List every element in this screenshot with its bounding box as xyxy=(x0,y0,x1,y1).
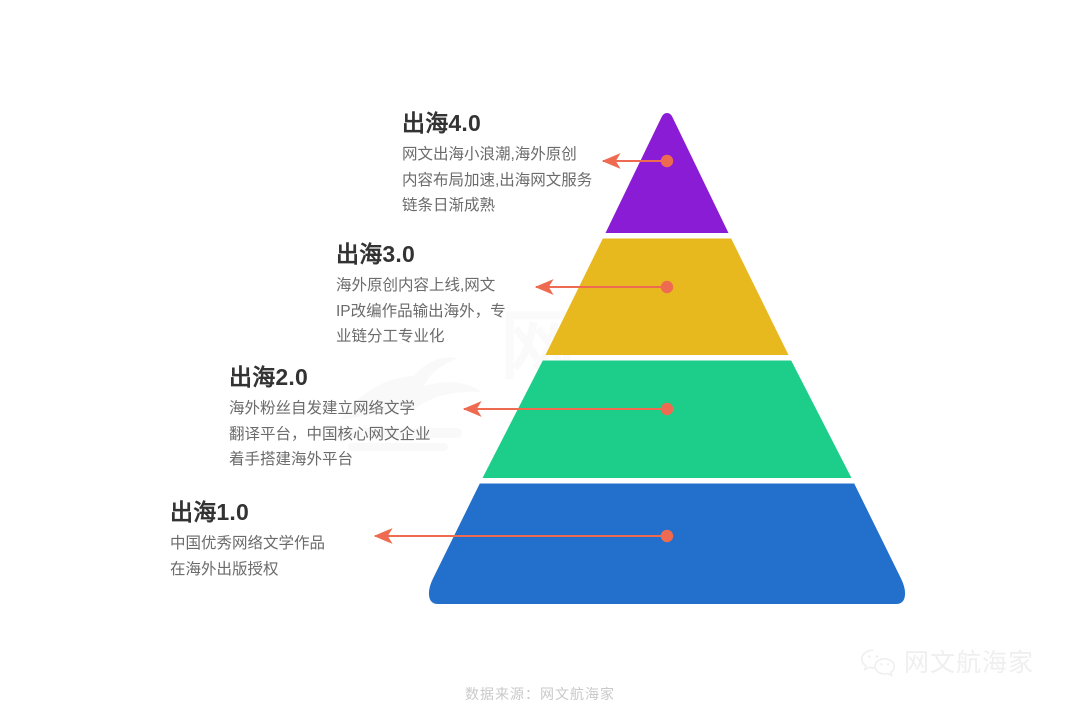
connector-level-1 xyxy=(373,528,674,544)
level-title-1: 出海1.0 xyxy=(170,499,249,525)
level-label-2: 出海2.0 海外粉丝自发建立网络文学 翻译平台，中国核心网文企业 着手搭建海外平… xyxy=(229,362,431,473)
connector-dot-2 xyxy=(660,402,674,416)
pyramid-tier-1 xyxy=(428,483,906,604)
level-description-2: 海外粉丝自发建立网络文学 翻译平台，中国核心网文企业 着手搭建海外平台 xyxy=(229,400,431,468)
level-description-1: 中国优秀网络文学作品 在海外出版授权 xyxy=(170,535,326,578)
connector-dot-4 xyxy=(660,154,674,168)
level-description-3: 海外原创内容上线,网文 IP改编作品输出海外，专 业链分工专业化 xyxy=(336,277,506,345)
connector-level-3 xyxy=(534,279,674,295)
wechat-watermark: 网文航海家 xyxy=(860,648,1034,678)
level-label-3: 出海3.0 海外原创内容上线,网文 IP改编作品输出海外，专 业链分工专业化 xyxy=(336,239,506,350)
svg-text:网: 网 xyxy=(500,304,576,389)
pyramid-tier-3 xyxy=(545,238,789,355)
connector-level-2 xyxy=(462,401,674,417)
connector-level-4 xyxy=(601,153,674,169)
pyramid-tier-4 xyxy=(605,113,729,233)
wechat-brand-label: 网文航海家 xyxy=(904,648,1035,677)
connector-dot-1 xyxy=(660,529,674,543)
level-label-1: 出海1.0 中国优秀网络文学作品 在海外出版授权 xyxy=(170,497,325,582)
level-label-4: 出海4.0 网文出海小浪潮,海外原创 内容布局加速,出海网文服务 链条日渐成熟 xyxy=(402,108,592,219)
source-note: 数据来源：网文航海家 xyxy=(465,686,615,702)
level-description-4: 网文出海小浪潮,海外原创 内容布局加速,出海网文服务 链条日渐成熟 xyxy=(402,146,593,214)
level-title-3: 出海3.0 xyxy=(336,241,415,267)
connector-dot-3 xyxy=(660,280,674,294)
level-title-4: 出海4.0 xyxy=(402,110,481,136)
wechat-icon xyxy=(860,649,896,677)
level-title-2: 出海2.0 xyxy=(229,364,308,390)
pyramid-tier-2 xyxy=(482,360,852,478)
